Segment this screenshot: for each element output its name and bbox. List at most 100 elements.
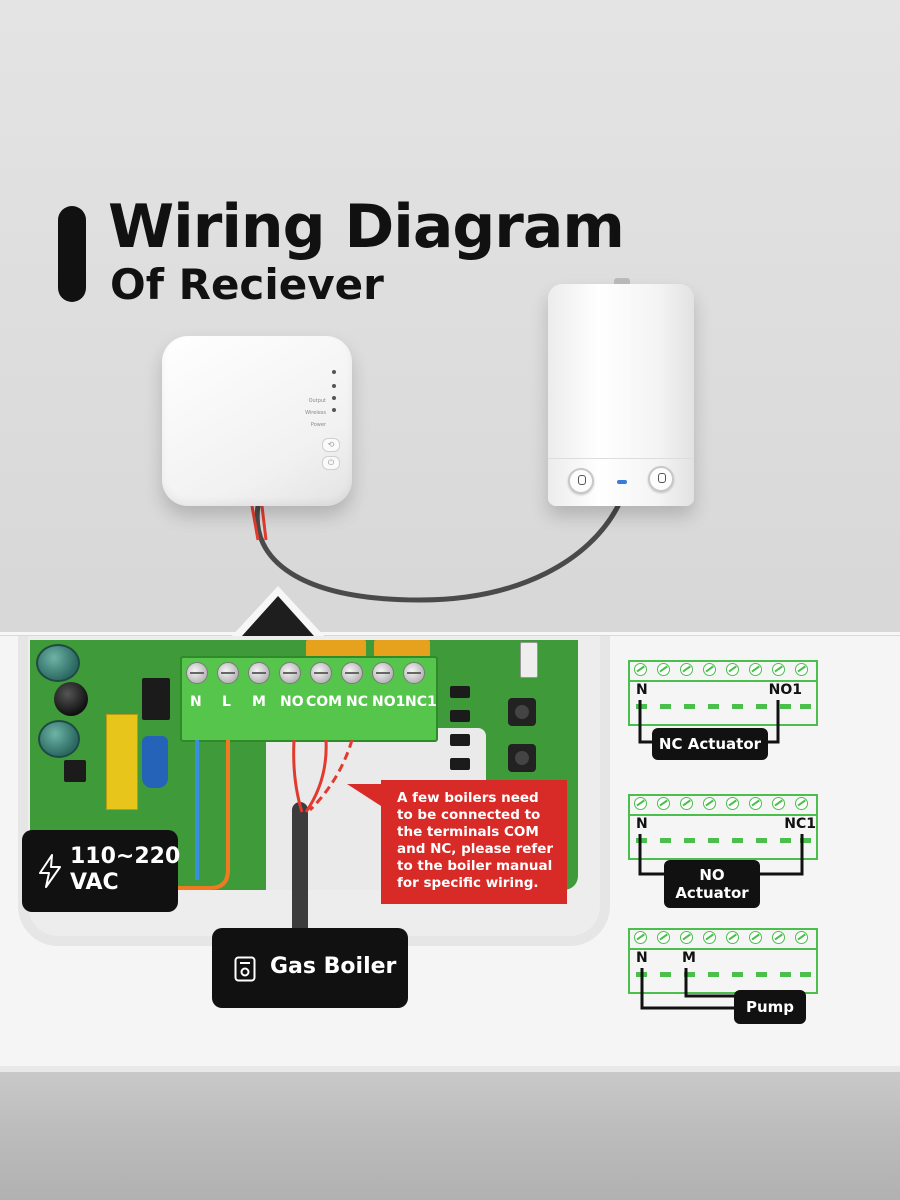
hub-label-power: Power	[310, 422, 326, 428]
mini-screw	[703, 663, 716, 676]
mini-label-left: N	[636, 950, 648, 966]
mini-label-right: M	[682, 950, 696, 966]
no-actuator-diagram: N NC1	[628, 794, 818, 860]
page-subtitle: Of Reciever	[110, 260, 384, 309]
hub-label-wireless: Wireless	[305, 410, 326, 416]
mini-screw	[795, 663, 808, 676]
mini-screw	[726, 797, 739, 810]
receiver-hub: Output Wireless Power ⟲ ⏻	[162, 336, 352, 506]
nc-actuator-diagram: N NO1	[628, 660, 818, 726]
mini-label-left: N	[636, 682, 648, 698]
dash	[708, 838, 719, 843]
section-divider	[0, 632, 900, 635]
floor-background	[0, 1066, 900, 1200]
mini-label-left: N	[636, 816, 648, 832]
terminal-label-no1: NO1	[372, 694, 406, 710]
dash	[756, 972, 767, 977]
board-button[interactable]	[508, 698, 536, 726]
terminal-block: N L M NO COM NC NO1 NC1	[180, 656, 438, 742]
dash	[684, 972, 695, 977]
lightning-icon	[39, 854, 61, 888]
gas-boiler-label: Gas Boiler	[212, 928, 408, 1008]
varistor	[142, 736, 168, 788]
mini-screw	[772, 663, 785, 676]
mini-screw	[680, 931, 693, 944]
terminal-screw	[403, 662, 425, 684]
mini-screw	[795, 931, 808, 944]
dash	[800, 704, 811, 709]
pointer-triangle-inner	[242, 596, 314, 636]
dash	[660, 704, 671, 709]
mini-screw	[749, 931, 762, 944]
boiler-flue	[614, 278, 630, 286]
relay	[306, 640, 366, 658]
dash	[780, 972, 791, 977]
gas-boiler-text: Gas Boiler	[270, 954, 397, 979]
boiler-knob-left[interactable]	[568, 468, 594, 494]
inductor	[54, 682, 88, 716]
boiler-knob-right[interactable]	[648, 466, 674, 492]
boiler-control-strip	[548, 458, 694, 507]
dash	[732, 838, 743, 843]
mini-screw	[772, 797, 785, 810]
transformer	[142, 678, 170, 720]
diode	[450, 710, 470, 722]
pump-tag: Pump	[734, 990, 806, 1024]
mini-label-right: NO1	[768, 682, 802, 698]
pair-button[interactable]: ⟲	[322, 438, 340, 452]
dash	[800, 838, 811, 843]
wiring-note-callout: A few boilers need to be connected to th…	[347, 780, 567, 904]
diode	[450, 758, 470, 770]
mini-screw	[634, 931, 647, 944]
mini-screw	[772, 931, 785, 944]
title-accent-bar	[58, 206, 86, 302]
mini-screw-row	[630, 930, 816, 950]
mini-label-right: NC1	[784, 816, 816, 832]
capacitor	[38, 720, 80, 758]
terminal-label-com: COM	[306, 694, 343, 710]
terminal-screw	[217, 662, 239, 684]
mini-screw	[749, 797, 762, 810]
pump-diagram: N M	[628, 928, 818, 994]
mini-screw	[703, 797, 716, 810]
diode	[450, 734, 470, 746]
bridge-rectifier	[64, 760, 86, 782]
mini-screw-row	[630, 796, 816, 816]
voltage-text: 110~220 VAC	[70, 844, 181, 895]
board-button[interactable]	[508, 744, 536, 772]
mini-screw	[680, 663, 693, 676]
power-button[interactable]: ⏻	[322, 456, 340, 470]
terminal-screw	[310, 662, 332, 684]
led-indicator	[332, 384, 336, 388]
dash	[800, 972, 811, 977]
switch	[520, 642, 538, 678]
dash	[732, 704, 743, 709]
led-indicator	[332, 396, 336, 400]
terminal-label-n: N	[190, 694, 202, 710]
terminal-screw	[248, 662, 270, 684]
terminal-label-m: M	[252, 694, 266, 710]
hub-label-output: Output	[308, 398, 326, 404]
mini-screw	[726, 663, 739, 676]
voltage-label: 110~220 VAC	[22, 830, 181, 912]
led-indicator	[332, 370, 336, 374]
dash	[684, 838, 695, 843]
mini-screw	[749, 663, 762, 676]
terminal-label-l: L	[222, 694, 231, 710]
terminal-label-nc: NC	[346, 694, 368, 710]
dash	[756, 704, 767, 709]
mini-screw	[634, 797, 647, 810]
dash	[708, 972, 719, 977]
dash	[660, 838, 671, 843]
dash	[708, 704, 719, 709]
terminal-label-nc1: NC1	[405, 694, 437, 710]
capacitor	[36, 644, 80, 682]
dash	[756, 838, 767, 843]
no-actuator-tag: NO Actuator	[664, 860, 760, 908]
mini-screw	[795, 797, 808, 810]
terminal-screw	[341, 662, 363, 684]
boiler-icon	[234, 956, 256, 982]
mini-screw	[726, 931, 739, 944]
